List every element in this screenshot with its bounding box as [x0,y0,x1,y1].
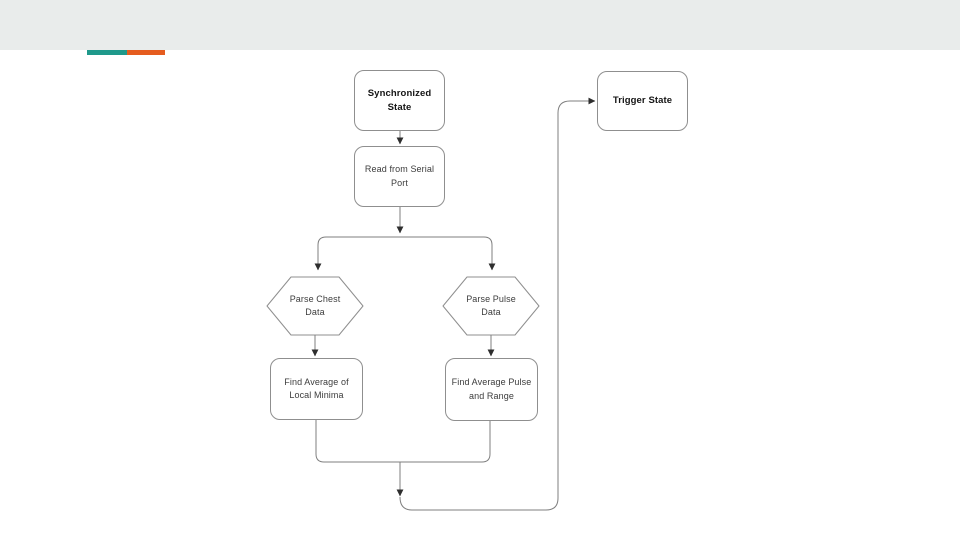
edge-minima-to-join [315,420,400,463]
header-bar [0,0,960,50]
node-find-average-local-minima: Find Average of Local Minima [270,358,363,420]
node-synchronized-state: Synchronized State [354,70,445,131]
edge-split-to-parse-chest [314,236,327,271]
edge-range-to-join [400,421,491,463]
node-parse-chest-data-label: Parse Chest Data [289,293,341,317]
accent-bar-teal [87,50,127,55]
node-trigger-state: Trigger State [597,71,688,131]
hexagon-parse-pulse-data [442,276,540,336]
accent-bar-orange [127,50,165,55]
node-read-from-serial-port: Read from Serial Port [354,146,445,207]
node-find-average-pulse-range: Find Average Pulse and Range [445,358,538,421]
edge-loop-to-trigger [399,97,596,511]
hexagon-parse-chest-data [266,276,364,336]
edge-split-to-parse-pulse [483,236,496,271]
node-parse-pulse-data-label: Parse Pulse Data [466,293,516,317]
